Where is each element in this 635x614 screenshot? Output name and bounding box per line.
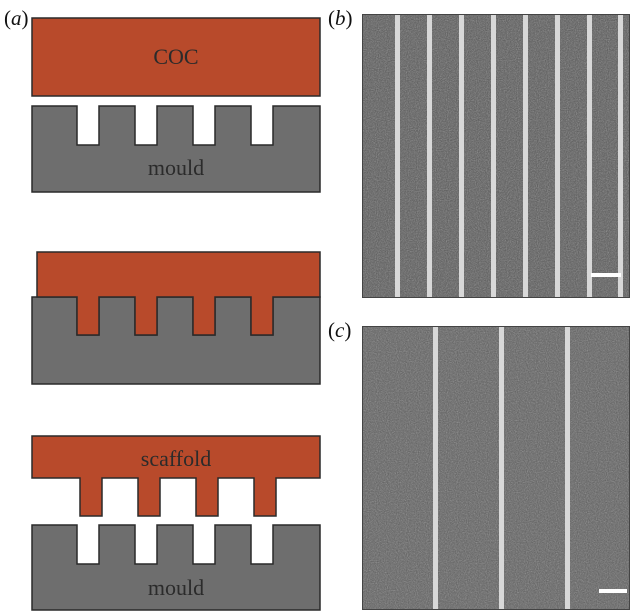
stripes-c: [433, 327, 630, 610]
panel-letter-a: a: [11, 6, 22, 30]
panel-label-a: (a): [4, 6, 29, 30]
stripe-c-2: [499, 327, 504, 609]
stripe-b-2: [427, 15, 432, 297]
micrograph-b: [362, 14, 630, 298]
stripe-b-6: [555, 15, 560, 297]
micrograph-c: [362, 326, 630, 610]
micrograph-b-image: [363, 15, 629, 297]
panel-label-b: (b): [328, 6, 353, 30]
fabrication-diagram: COC mould scaffold mould: [31, 17, 321, 611]
coc-imprinted-2: [36, 251, 321, 336]
stripe-b-4: [491, 15, 496, 297]
mould-label-3: mould: [148, 575, 204, 600]
stripe-c-1: [433, 327, 438, 609]
scaffold-block: [31, 435, 321, 517]
scale-bar-b: [591, 273, 621, 277]
stripe-c-4: [629, 327, 630, 610]
mould-block-2: [31, 296, 321, 385]
stripe-b-5: [523, 15, 528, 297]
scaffold-label: scaffold: [141, 446, 211, 471]
panel-label-c: (c): [328, 318, 352, 342]
mould-label-1: mould: [148, 155, 204, 180]
stripe-b-8: [618, 15, 623, 297]
micrograph-c-image: [363, 327, 630, 610]
coc-label: COC: [153, 44, 198, 69]
stripe-b-3: [459, 15, 464, 297]
stripes-b: [395, 15, 623, 297]
step1-group: COC mould: [31, 17, 321, 193]
coc-block: [31, 17, 321, 97]
step3-group: scaffold mould: [31, 435, 321, 611]
step2-group: [31, 251, 321, 385]
panel-letter-c: c: [335, 318, 345, 342]
mould-block-3: [31, 524, 321, 611]
mould-block-1: [31, 105, 321, 193]
stripe-b-1: [395, 15, 400, 297]
stripe-c-3: [565, 327, 570, 609]
stripe-b-7: [587, 15, 592, 297]
panel-letter-b: b: [335, 6, 346, 30]
scale-bar-c: [599, 589, 627, 593]
